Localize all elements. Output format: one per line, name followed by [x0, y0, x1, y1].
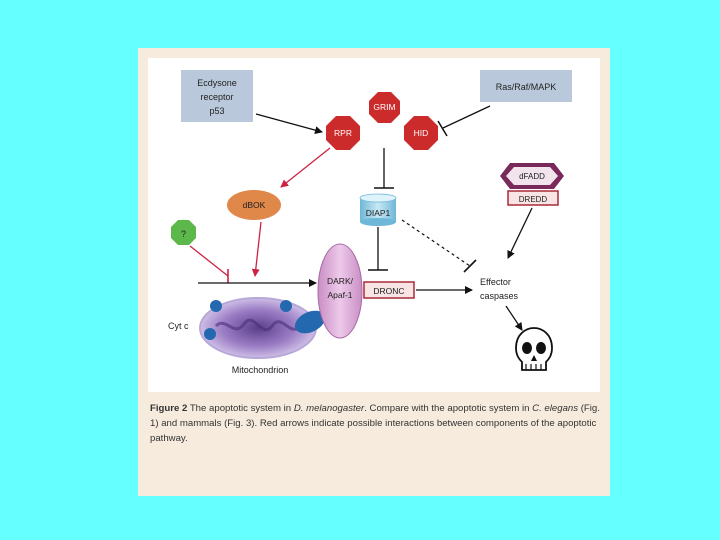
grim-label: GRIM	[373, 102, 395, 112]
unknown-regulator-octagon: ?	[171, 220, 196, 245]
diap1-label: DIAP1	[366, 208, 391, 218]
receptor-label: receptor	[200, 92, 233, 102]
unknown-inhibit-line	[189, 245, 229, 277]
ras-label: Ras/Raf/MAPK	[496, 82, 557, 92]
effector-label: Effector	[480, 277, 511, 287]
ras-inhibits-hid-line	[442, 105, 491, 129]
caption-part3: (Fig. 1) and mammals (Fig. 3). Red arrow…	[150, 403, 600, 444]
p53-label: p53	[209, 106, 224, 116]
skull-icon	[515, 327, 553, 371]
cytc-label: Cyt c	[168, 321, 189, 331]
dredd-to-effector-arrow	[507, 207, 533, 259]
dronc-node: DRONC	[363, 281, 415, 299]
caption-label: Figure 2	[150, 403, 188, 414]
unknown-label: ?	[181, 229, 186, 239]
mitochondrion	[199, 297, 326, 359]
effector-to-death-arrow	[505, 305, 523, 331]
diap1-effector-bar	[463, 259, 477, 273]
caption-part2: . Compare with the apoptotic system in	[364, 403, 533, 414]
rpr-to-dbok-arrow	[280, 147, 331, 188]
ecdysone-to-rpr-arrow	[255, 113, 323, 135]
caption-part1: The apoptotic system in	[187, 403, 294, 414]
figure-caption: Figure 2 The apoptotic system in D. mela…	[150, 401, 600, 446]
apoptosis-diagram: Ecdysone receptor p53 Ras/Raf/MAPK GRIM …	[148, 58, 600, 392]
dbok-node: dBOK	[227, 190, 281, 220]
apaf1-label: Apaf-1	[327, 290, 352, 300]
dark-label: DARK/	[327, 276, 354, 286]
dfadd-label: dFADD	[519, 172, 545, 181]
dbok-label: dBOK	[243, 200, 266, 210]
hid-label: HID	[414, 128, 429, 138]
grim-octagon: GRIM	[369, 92, 400, 123]
cytc-dot	[204, 328, 216, 340]
cytc-dot	[210, 300, 222, 312]
cytc-dot	[294, 310, 326, 334]
caption-species1: D. melanogaster	[293, 403, 365, 414]
ras-raf-mapk-box: Ras/Raf/MAPK	[480, 70, 572, 102]
diap1-node: DIAP1	[359, 193, 397, 226]
mitochondrion-label: Mitochondrion	[232, 365, 289, 375]
dbok-to-mito-arrow	[251, 221, 262, 277]
cytc-dot	[280, 300, 292, 312]
rpr-octagon: RPR	[326, 116, 360, 150]
dredd-node: DREDD	[507, 190, 559, 206]
figure-panel: Ecdysone receptor p53 Ras/Raf/MAPK GRIM …	[138, 48, 610, 496]
caspases-label: caspases	[480, 291, 519, 301]
dfadd-node: dFADD	[500, 163, 564, 189]
ras-inhibit-bar	[437, 120, 448, 137]
ecdysone-label: Ecdysone	[197, 78, 237, 88]
ecdysone-receptor-box: Ecdysone receptor p53	[181, 70, 253, 122]
dronc-label: DRONC	[373, 286, 404, 296]
hid-octagon: HID	[404, 116, 438, 150]
dredd-label: DREDD	[519, 195, 548, 204]
diap1-inhibits-effector-line	[401, 219, 471, 267]
dark-apaf1-node: DARK/ Apaf-1	[317, 243, 363, 339]
rpr-label: RPR	[334, 128, 352, 138]
caption-species2: C. elegans	[532, 403, 579, 414]
